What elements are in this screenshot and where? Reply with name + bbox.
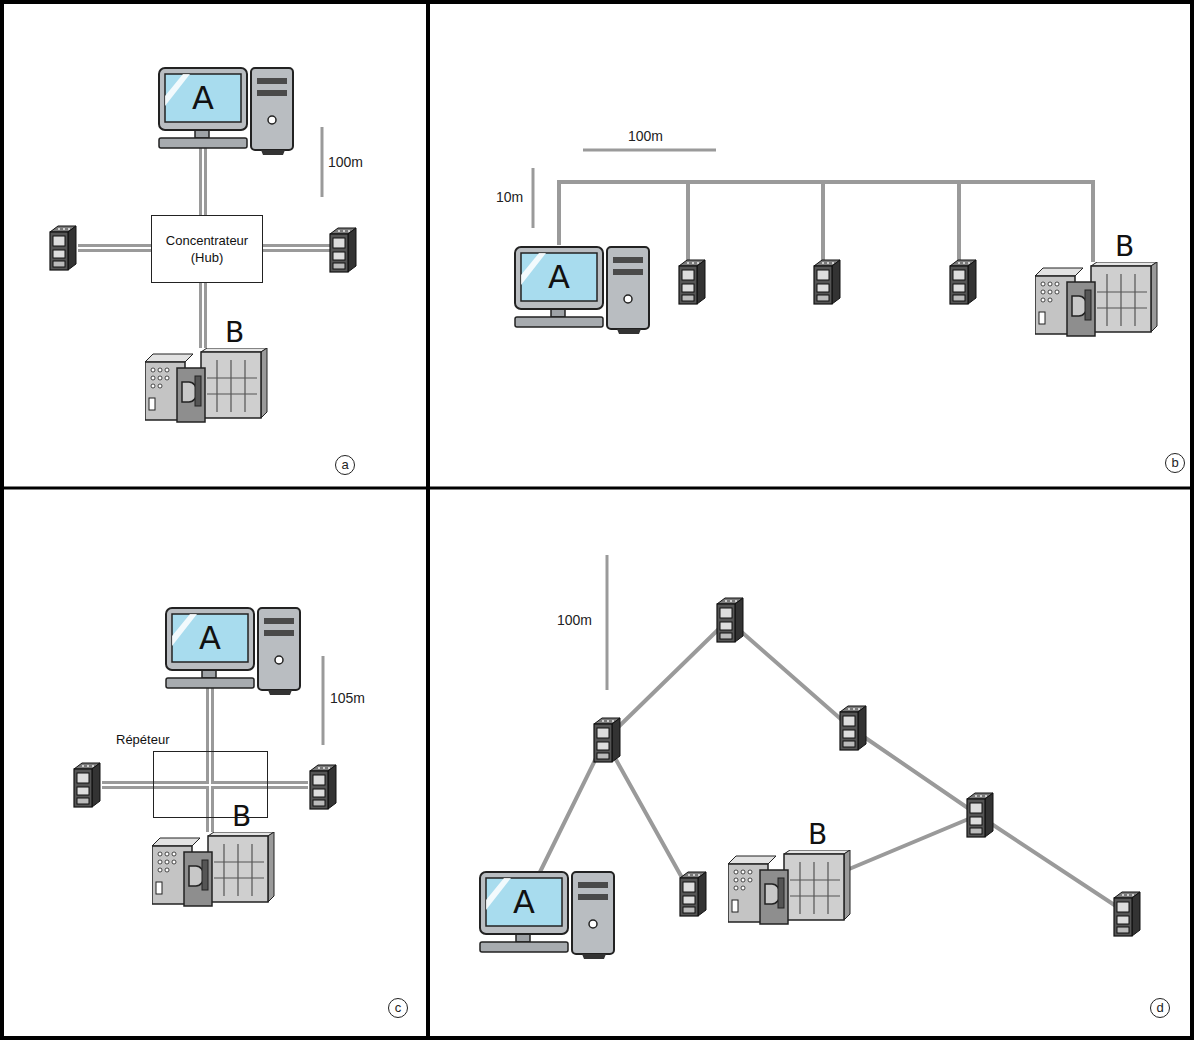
io-module xyxy=(679,260,705,304)
network-cable xyxy=(210,688,211,751)
device-letter: B xyxy=(232,802,262,832)
hub-box: Concentrateur (Hub) xyxy=(151,215,263,283)
double-cable xyxy=(102,751,308,818)
scale-bar xyxy=(532,168,535,228)
plc-icon xyxy=(1035,262,1157,336)
panel-letter: c xyxy=(388,998,408,1018)
io-modules xyxy=(50,226,1140,936)
cable-line xyxy=(202,148,204,215)
computer-icon xyxy=(164,606,304,696)
network-cable xyxy=(203,283,204,348)
repeater-box: Répéteur xyxy=(153,751,268,818)
scale-bar xyxy=(583,149,716,152)
computer-node: A xyxy=(157,66,297,148)
computer-node: A xyxy=(478,870,618,952)
device-letter: B xyxy=(225,318,255,348)
computer-icon xyxy=(157,66,297,156)
panel-divider xyxy=(0,487,1194,490)
panel-letter: a xyxy=(335,455,355,475)
plc-icon xyxy=(152,832,277,907)
scale-label: 105m xyxy=(330,690,365,706)
bus-tap xyxy=(688,182,959,262)
io-module xyxy=(330,228,356,272)
plc-icon xyxy=(1035,262,1160,337)
cable-line xyxy=(199,148,207,215)
scale-label: 10m xyxy=(496,189,523,205)
plc-icon xyxy=(145,348,267,422)
network-cable xyxy=(210,818,211,832)
panel-letter: b xyxy=(1165,453,1185,473)
box-label: Répéteur xyxy=(114,732,171,747)
io-module xyxy=(594,718,620,762)
panel-letter: d xyxy=(1150,998,1170,1018)
io-module xyxy=(50,226,76,270)
device-letter: A xyxy=(172,614,248,662)
cable-line xyxy=(209,688,211,751)
scale-label: 100m xyxy=(628,128,663,144)
io-module xyxy=(967,793,993,837)
io-module xyxy=(310,765,336,809)
double-cable xyxy=(78,247,330,249)
computer-icon xyxy=(515,247,649,334)
double-cable xyxy=(102,751,308,818)
plc-icon xyxy=(152,832,274,906)
io-module xyxy=(1114,892,1140,936)
plc-node: B xyxy=(145,348,270,423)
scale-bars xyxy=(322,127,716,745)
computer-node: A xyxy=(513,245,653,327)
scale-bar xyxy=(321,127,324,197)
plc-node: B xyxy=(152,832,277,907)
computer-icon xyxy=(159,68,293,155)
plc-icon xyxy=(728,850,850,924)
io-module xyxy=(717,598,743,642)
io-module xyxy=(74,763,100,807)
box-label: Concentrateur (Hub) xyxy=(158,232,256,266)
device-letter: A xyxy=(521,253,597,301)
io-module xyxy=(680,872,706,916)
cable-line xyxy=(559,182,1093,262)
scale-bar xyxy=(322,656,325,745)
cable-line xyxy=(209,818,211,832)
io-module xyxy=(814,260,840,304)
cable-line xyxy=(206,688,214,751)
network-cable xyxy=(203,148,204,215)
plc-node: B xyxy=(1035,262,1160,337)
double-cable xyxy=(78,244,330,252)
device-letter: A xyxy=(486,878,562,926)
computer-icon xyxy=(513,245,653,335)
computer-icon xyxy=(480,872,614,959)
computer-node: A xyxy=(164,606,304,688)
computer-icon xyxy=(478,870,618,960)
scale-label: 100m xyxy=(328,154,363,170)
computer-icon xyxy=(166,608,300,695)
device-letter: B xyxy=(808,820,838,850)
io-module xyxy=(840,706,866,750)
cable-line xyxy=(206,818,214,832)
plc-icon xyxy=(145,348,270,423)
panel-divider xyxy=(426,0,430,1040)
cable-line xyxy=(199,283,207,348)
scale-bar xyxy=(606,555,609,690)
network-cable xyxy=(559,182,1093,262)
io-module xyxy=(950,260,976,304)
device-letter: A xyxy=(165,74,241,122)
plc-icon xyxy=(728,850,853,925)
tree-cable xyxy=(540,620,1125,912)
cable-line xyxy=(202,283,204,348)
device-letter: B xyxy=(1115,232,1145,262)
module-cables xyxy=(78,182,1125,912)
plc-node: B xyxy=(728,850,853,925)
scale-label: 100m xyxy=(557,612,592,628)
